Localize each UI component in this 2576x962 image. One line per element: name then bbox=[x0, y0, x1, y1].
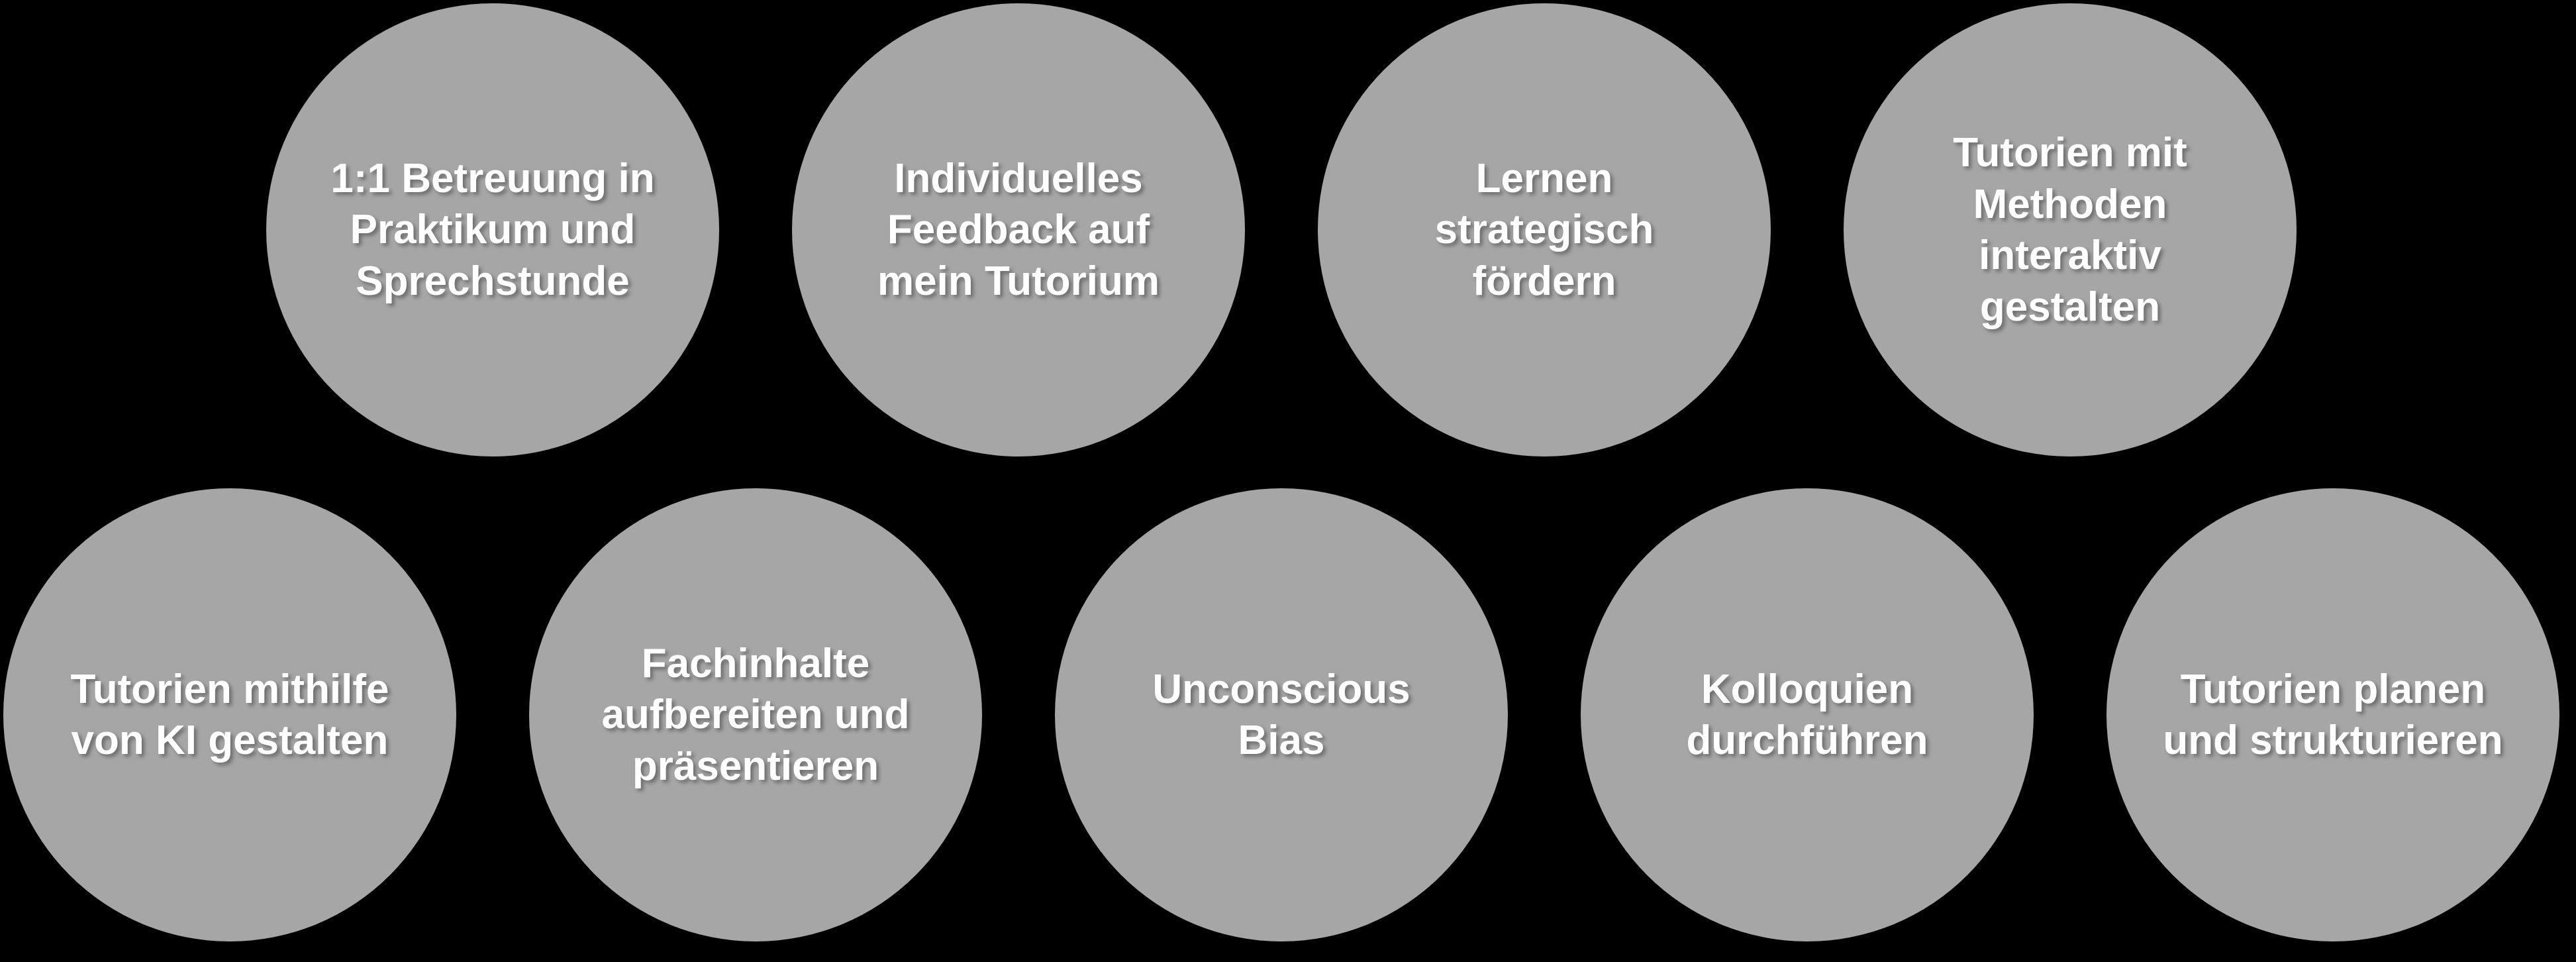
topic-circle-tutorien-methoden-interaktiv: Tutorien mit Methoden interaktiv gestalt… bbox=[1844, 3, 2297, 456]
topic-circle-1-1-betreuung: 1:1 Betreuung in Praktikum und Sprechstu… bbox=[266, 3, 719, 456]
topic-circle-label: Tutorien planen und strukturieren bbox=[2163, 666, 2503, 764]
topic-circle-kolloquien-durchfuehren: Kolloquien durchführen bbox=[1581, 488, 2034, 941]
topic-circle-label: Individuelles Feedback auf mein Tutorium bbox=[877, 155, 1160, 304]
topic-circle-individuelles-feedback: Individuelles Feedback auf mein Tutorium bbox=[792, 3, 1245, 456]
topic-circle-label: Unconscious Bias bbox=[1152, 666, 1411, 764]
topic-circle-label: Fachinhalte aufbereiten und präsentieren bbox=[601, 640, 910, 789]
topic-circle-unconscious-bias: Unconscious Bias bbox=[1055, 488, 1508, 941]
topic-circle-tutorien-planen-strukturieren: Tutorien planen und strukturieren bbox=[2106, 488, 2559, 941]
topic-circle-label: 1:1 Betreuung in Praktikum und Sprechstu… bbox=[330, 155, 655, 304]
topic-circle-label: Tutorien mit Methoden interaktiv gestalt… bbox=[1953, 130, 2187, 330]
topic-circle-label: Tutorien mithilfe von KI gestalten bbox=[70, 666, 389, 764]
topic-circle-fachinhalte-aufbereiten: Fachinhalte aufbereiten und präsentieren bbox=[529, 488, 982, 941]
topic-circle-label: Lernen strategisch fördern bbox=[1434, 155, 1654, 304]
topic-circle-tutorien-ki: Tutorien mithilfe von KI gestalten bbox=[3, 488, 456, 941]
topic-circle-lernen-strategisch-foerdern: Lernen strategisch fördern bbox=[1318, 3, 1771, 456]
topic-circle-label: Kolloquien durchführen bbox=[1686, 666, 1928, 764]
